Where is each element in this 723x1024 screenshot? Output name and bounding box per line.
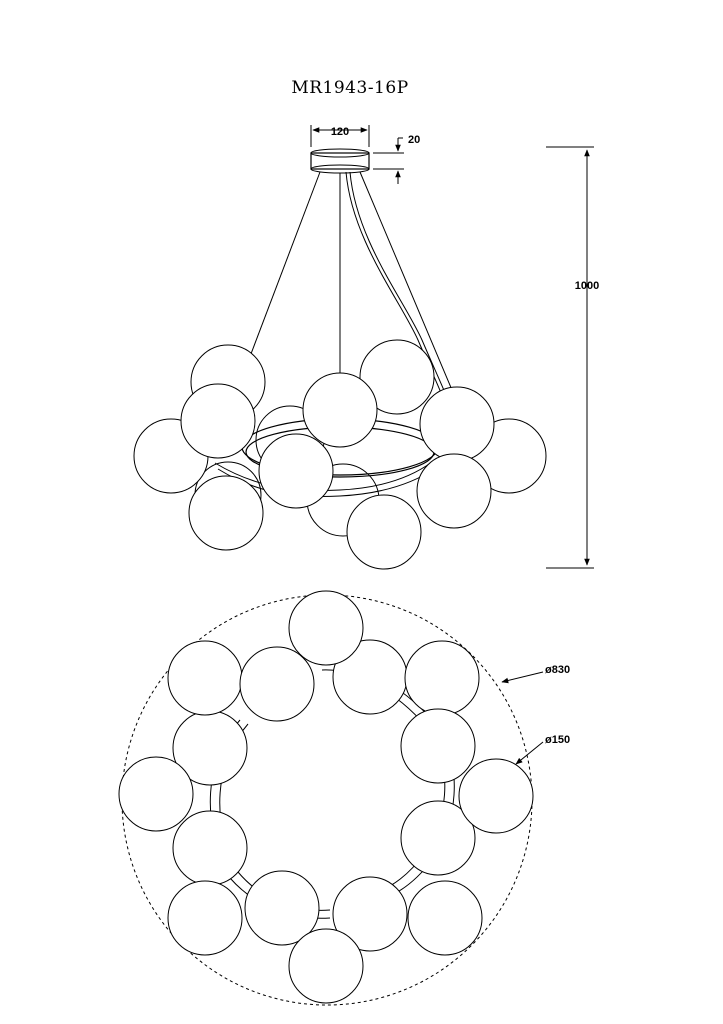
total-height-dimension: 1000 (546, 146, 599, 569)
suspension-cables (245, 171, 453, 401)
side-view: 120 20 (133, 125, 599, 570)
model-title: MR1943-16P (291, 78, 409, 98)
ceiling-canopy (310, 148, 370, 174)
total-height-label: 1000 (575, 280, 599, 292)
outer-diameter-label: ø830 (545, 664, 570, 676)
outer-diameter-callout: ø830 (501, 664, 570, 684)
canopy-width-dimension: 120 (310, 125, 370, 147)
top-view: ø830 ø150 (118, 590, 570, 1006)
top-outer-globes (118, 590, 534, 1004)
globe-diameter-label: ø150 (545, 734, 570, 746)
canopy-height-label: 20 (408, 134, 420, 146)
canopy-width-label: 120 (331, 126, 349, 138)
middle-globes (133, 372, 547, 529)
globe-diameter-callout: ø150 (515, 734, 570, 765)
top-inner-globes (172, 639, 476, 946)
front-globes (188, 475, 422, 570)
canopy-height-dimension: 20 (373, 134, 420, 184)
